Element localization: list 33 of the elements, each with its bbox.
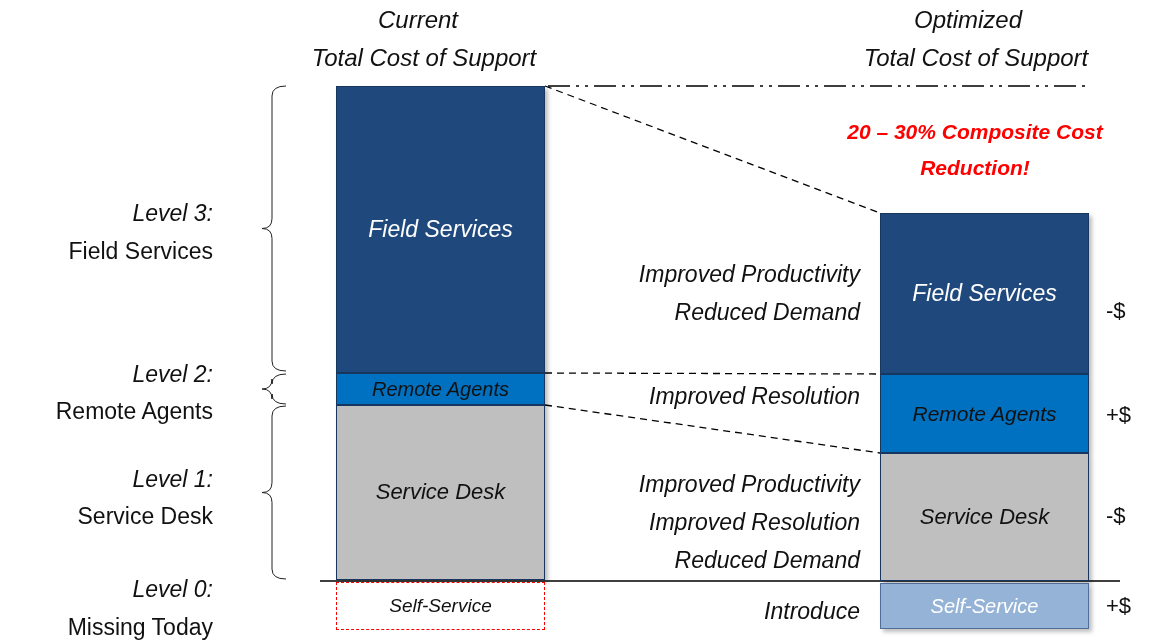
bar-segment: Service Desk bbox=[880, 453, 1089, 581]
column-heading: Current bbox=[377, 5, 460, 35]
level-label: Level 1: bbox=[131, 465, 213, 494]
level-name: Missing Today bbox=[66, 613, 213, 642]
column-heading: Total Cost of Support bbox=[310, 43, 538, 73]
column-heading: Optimized bbox=[912, 5, 1024, 35]
cost-sign: +$ bbox=[1106, 592, 1133, 620]
change-label: Improved Resolution bbox=[648, 382, 860, 411]
level-label: Level 3: bbox=[131, 199, 213, 228]
change-label: Reduced Demand bbox=[673, 298, 860, 327]
bar-segment: Self-Service bbox=[880, 583, 1089, 629]
bar-segment: Field Services bbox=[880, 213, 1089, 374]
change-label: Reduced Demand bbox=[673, 546, 860, 575]
change-label: Introduce bbox=[763, 597, 860, 626]
level-name: Remote Agents bbox=[54, 397, 213, 426]
cost-sign: +$ bbox=[1106, 401, 1133, 429]
change-label: Improved Resolution bbox=[648, 508, 860, 537]
cost-sign: -$ bbox=[1106, 502, 1127, 530]
bar-segment: Remote Agents bbox=[880, 374, 1089, 453]
level-label: Level 2: bbox=[131, 360, 213, 389]
cost-sign: -$ bbox=[1106, 297, 1127, 325]
level-name: Field Services bbox=[67, 237, 213, 266]
bar-segment: Field Services bbox=[336, 86, 545, 373]
change-label: Improved Productivity bbox=[637, 260, 860, 289]
dashed-connector bbox=[544, 404, 881, 454]
column-heading: Total Cost of Support bbox=[862, 43, 1090, 73]
level-name: Service Desk bbox=[76, 502, 213, 531]
callout-text: 20 – 30% Composite Cost Reduction! bbox=[846, 119, 1105, 181]
change-label: Improved Productivity bbox=[637, 470, 860, 499]
bar-segment: Remote Agents bbox=[336, 373, 545, 405]
level-label: Level 0: bbox=[131, 575, 213, 604]
dashed-box: Self-Service bbox=[336, 582, 545, 630]
bar-segment: Service Desk bbox=[336, 405, 545, 580]
